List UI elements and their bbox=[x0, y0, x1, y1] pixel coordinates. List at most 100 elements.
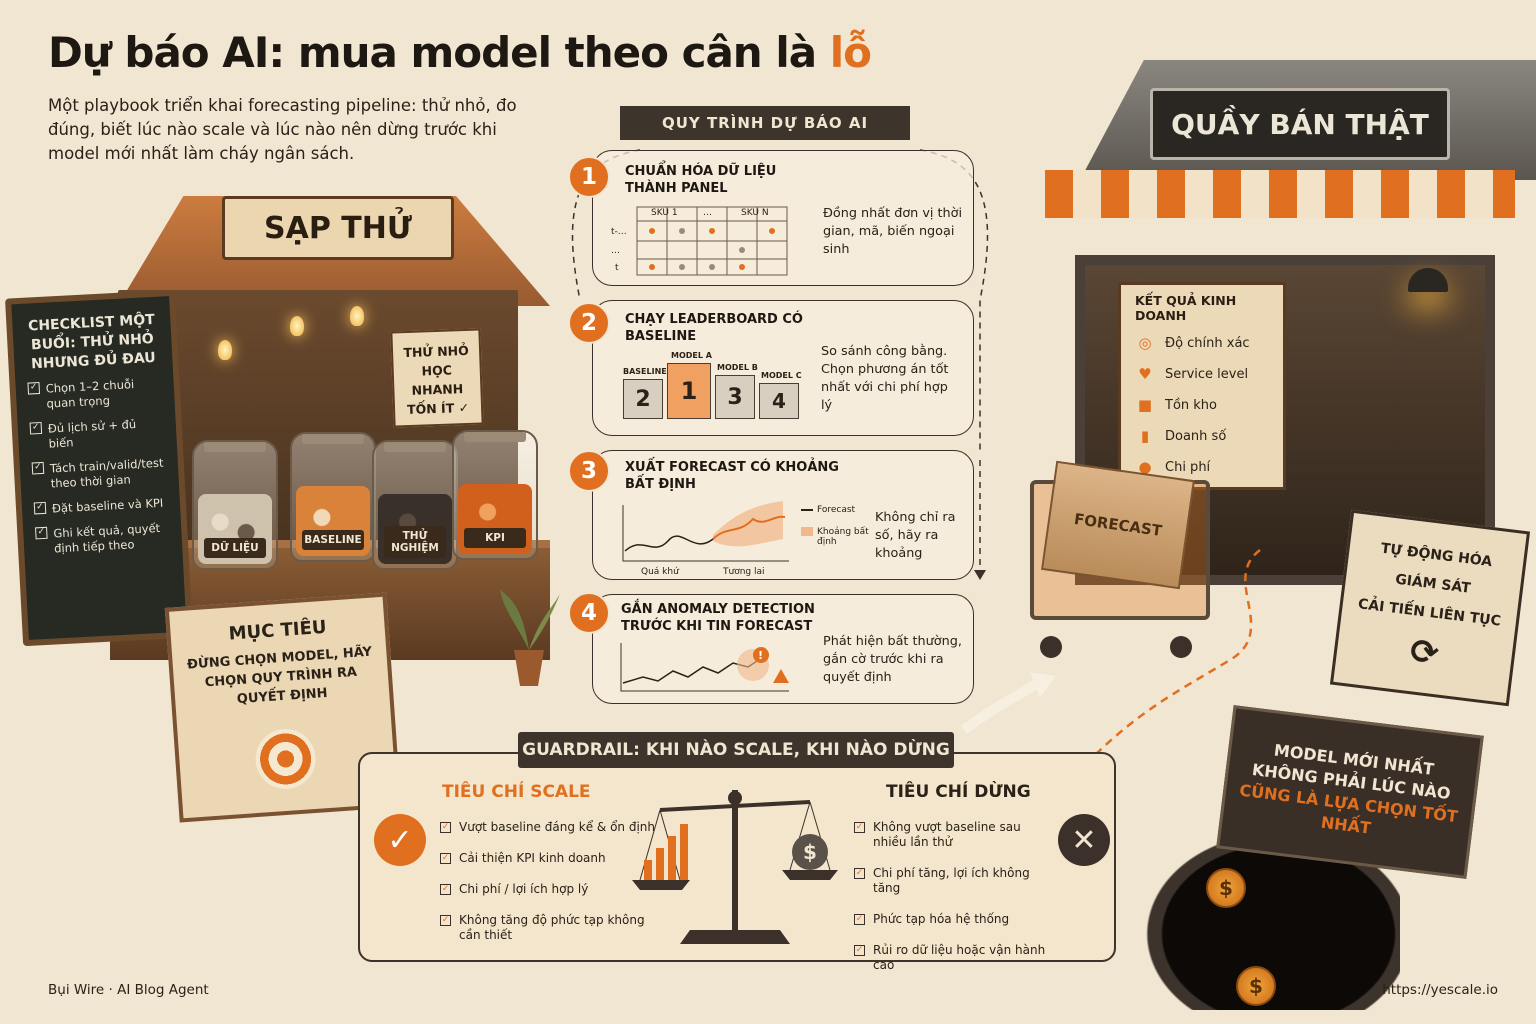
goal-title: MỤC TIÊU bbox=[228, 616, 328, 645]
x-circle-icon: ✕ bbox=[1058, 814, 1110, 866]
step-1-card: CHUẨN HÓA DỮ LIỆU THÀNH PANEL SKU 1 … SK… bbox=[592, 150, 974, 286]
checklist-item: ✓Đủ lịch sử + đủ biến bbox=[29, 416, 165, 453]
cart-wheel-icon bbox=[1170, 636, 1192, 658]
legend-forecast: Forecast bbox=[801, 505, 855, 515]
scale-item: ✓Cải thiện KPI kinh doanh bbox=[440, 851, 606, 865]
checklist-board: CHECKLIST MỘT BUỔI: THỬ NHỎ NHƯNG ĐỦ ĐAU… bbox=[5, 289, 193, 647]
checkbox-icon: ✓ bbox=[31, 461, 45, 475]
cart-wheel-icon bbox=[1040, 636, 1062, 658]
chart-axis-label: Quá khứ bbox=[641, 567, 679, 577]
stop-item: ✓Phức tạp hóa hệ thống bbox=[854, 912, 1010, 926]
scale-title: TIÊU CHÍ SCALE bbox=[442, 782, 591, 802]
jar-baseline: BASELINE bbox=[290, 432, 376, 562]
step-title: CHẠY LEADERBOARD CÓ BASELINE bbox=[625, 312, 803, 344]
checklist-item: ✓Chọn 1–2 chuỗi quan trọng bbox=[27, 376, 162, 413]
step-4-card: GẮN ANOMALY DETECTION TRƯỚC KHI TIN FORE… bbox=[592, 594, 974, 704]
process-title: QUY TRÌNH DỰ BÁO AI bbox=[620, 106, 910, 140]
anomaly-chart-icon: ! bbox=[620, 643, 789, 692]
stop-item: ✓Rủi ro dữ liệu hoặc vận hành cao bbox=[854, 943, 1046, 972]
bulb-icon bbox=[290, 316, 304, 336]
target-icon: ◎ bbox=[1138, 334, 1152, 352]
podium-rank: 4 bbox=[759, 383, 799, 419]
bulb-icon bbox=[218, 340, 232, 360]
jar-label: THỬ NGHIỆM bbox=[384, 526, 446, 558]
target-icon bbox=[253, 726, 318, 791]
step-number: 1 bbox=[568, 156, 610, 198]
checklist-item: ✓Tách train/valid/test theo thời gian bbox=[31, 456, 167, 493]
leaderboard-label: MODEL A bbox=[671, 351, 712, 360]
checklist-title: CHECKLIST MỘT BUỔI: THỬ NHỎ NHƯNG ĐỦ ĐAU bbox=[27, 311, 157, 373]
svg-text:$: $ bbox=[803, 840, 817, 864]
coin-icon: $ bbox=[1206, 868, 1246, 908]
automation-sign: TỰ ĐỘNG HÓA GIÁM SÁT CẢI TIẾN LIÊN TỤC ⟳ bbox=[1329, 509, 1531, 707]
panel-table-icon bbox=[636, 206, 788, 276]
step-number: 3 bbox=[568, 450, 610, 492]
plant-icon bbox=[500, 590, 560, 686]
forecast-chart-icon bbox=[622, 501, 789, 562]
panel-row: t bbox=[615, 263, 619, 273]
podium-rank: 3 bbox=[715, 375, 755, 419]
checkbox-icon: ✓ bbox=[854, 868, 865, 879]
result-item: ■Tồn kho bbox=[1135, 395, 1269, 415]
result-item: ▮Doanh số bbox=[1135, 426, 1269, 446]
shop-sign: QUẦY BÁN THẬT bbox=[1150, 88, 1450, 160]
stop-title: TIÊU CHÍ DỪNG bbox=[886, 782, 1031, 802]
jar-experiment: THỬ NGHIỆM bbox=[372, 440, 458, 570]
panel-row: t-… bbox=[611, 227, 627, 237]
footer-link[interactable]: https://yescale.io bbox=[1382, 982, 1498, 998]
stop-item: ✓Không vượt baseline sau nhiều lần thử bbox=[854, 820, 1021, 849]
leaderboard-label: MODEL B bbox=[717, 363, 758, 372]
checkbox-icon: ✓ bbox=[440, 853, 451, 864]
panel-col: SKU 1 bbox=[651, 208, 678, 218]
step-desc: Không chỉ ra số, hãy ra khoảng bbox=[875, 510, 956, 561]
svg-text:!: ! bbox=[758, 649, 763, 662]
podium-rank: 2 bbox=[623, 379, 663, 419]
dashed-path bbox=[1089, 549, 1261, 761]
shop-awning bbox=[1045, 170, 1515, 218]
scale-list: ✓Vượt baseline đáng kể & ổn định ✓Cải th… bbox=[440, 820, 660, 959]
guardrail-title: GUARDRAIL: KHI NÀO SCALE, KHI NÀO DỪNG bbox=[518, 732, 954, 768]
check-icon: ✓ bbox=[458, 399, 470, 416]
step-desc: So sánh công bằng. Chọn phương án tốt nh… bbox=[821, 344, 949, 413]
coin-icon: $ bbox=[1236, 966, 1276, 1006]
stop-list: ✓Không vượt baseline sau nhiều lần thử ✓… bbox=[854, 820, 1054, 989]
step-title: GẮN ANOMALY DETECTION TRƯỚC KHI TIN FORE… bbox=[621, 602, 815, 634]
checkbox-icon: ✓ bbox=[35, 526, 48, 540]
coins-icon: ● bbox=[1138, 458, 1152, 476]
step-title: XUẤT FORECAST CÓ KHOẢNG BẤT ĐỊNH bbox=[625, 460, 839, 492]
result-item: ●Chi phí bbox=[1135, 457, 1269, 477]
podium-rank: 1 bbox=[667, 363, 711, 419]
step-number: 2 bbox=[568, 302, 610, 344]
step-desc: Phát hiện bất thường, gắn cờ trước khi r… bbox=[823, 634, 962, 685]
bulb-icon bbox=[350, 306, 364, 326]
check-circle-icon: ✓ bbox=[374, 814, 426, 866]
bar-chart-icon: ▮ bbox=[1140, 427, 1150, 445]
checkbox-icon: ✓ bbox=[440, 915, 451, 926]
checkbox-icon: ✓ bbox=[854, 822, 865, 833]
page-title: Dự báo AI: mua model theo cân là lỗ bbox=[48, 28, 872, 77]
checkbox-icon: ✓ bbox=[27, 382, 41, 395]
scale-balance-icon: $ bbox=[632, 790, 838, 944]
scale-item: ✓Vượt baseline đáng kể & ổn định bbox=[440, 820, 656, 834]
step-3-card: XUẤT FORECAST CÓ KHOẢNG BẤT ĐỊNH Quá khứ… bbox=[592, 450, 974, 580]
jar-label: KPI bbox=[464, 528, 526, 548]
checkbox-icon: ✓ bbox=[33, 501, 47, 515]
hang-sign: THỬ NHỎ HỌC NHANH TỐN ÍT ✓ bbox=[390, 328, 484, 428]
heart-pulse-icon: ♥ bbox=[1138, 365, 1152, 383]
jar-label: DỮ LIỆU bbox=[204, 538, 266, 558]
goal-text: ĐỪNG CHỌN MODEL, HÃY CHỌN QUY TRÌNH RA Q… bbox=[186, 644, 373, 708]
jar-data: DỮ LIỆU bbox=[192, 440, 278, 570]
footer-credit: Bụi Wire · AI Blog Agent bbox=[48, 982, 209, 998]
step-desc: Đồng nhất đơn vị thời gian, mã, biến ngo… bbox=[823, 206, 963, 257]
checkbox-icon: ✓ bbox=[440, 884, 451, 895]
checkbox-icon: ✓ bbox=[29, 421, 43, 435]
panel-col: … bbox=[703, 208, 712, 218]
checkbox-icon: ✓ bbox=[854, 945, 865, 956]
leaderboard-label: MODEL C bbox=[761, 371, 802, 380]
checklist-item: ✓Ghi kết quả, quyết định tiếp theo bbox=[35, 520, 170, 557]
box-icon: ■ bbox=[1137, 396, 1153, 414]
checklist-item: ✓Đặt baseline và KPI bbox=[33, 495, 169, 517]
leaderboard-label: BASELINE bbox=[623, 367, 667, 376]
scale-item: ✓Không tăng độ phức tạp không cần thiết bbox=[440, 913, 645, 942]
stall-sign: SẠP THỬ bbox=[222, 196, 454, 260]
